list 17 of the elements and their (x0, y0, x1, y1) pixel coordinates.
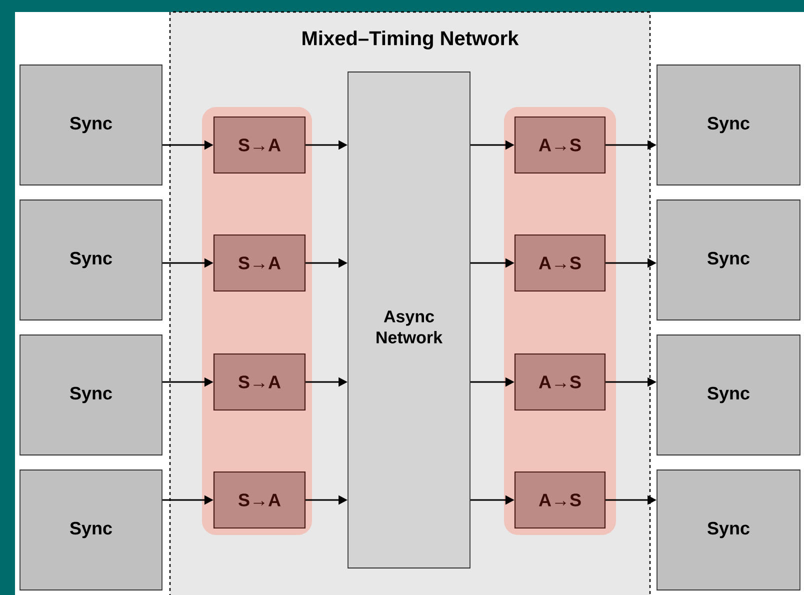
converter-box: A→S (514, 116, 606, 174)
async-network-box: Async Network (348, 72, 470, 568)
sync-box: Sync (20, 334, 162, 456)
converter-box: A→S (514, 234, 606, 292)
sync-box: Sync (656, 334, 800, 456)
sync-box: Sync (20, 200, 162, 320)
sync-box: Sync (20, 64, 162, 186)
sync-box: Sync (656, 64, 800, 186)
converter-box: S→A (213, 353, 306, 411)
sync-box: Sync (656, 470, 800, 590)
converter-box: S→A (213, 116, 306, 174)
converter-box: S→A (213, 471, 306, 529)
converter-box: S→A (213, 234, 306, 292)
converter-box: A→S (514, 471, 606, 529)
sync-box: Sync (20, 470, 162, 590)
sync-box: Sync (656, 200, 800, 320)
converter-box: A→S (514, 353, 606, 411)
